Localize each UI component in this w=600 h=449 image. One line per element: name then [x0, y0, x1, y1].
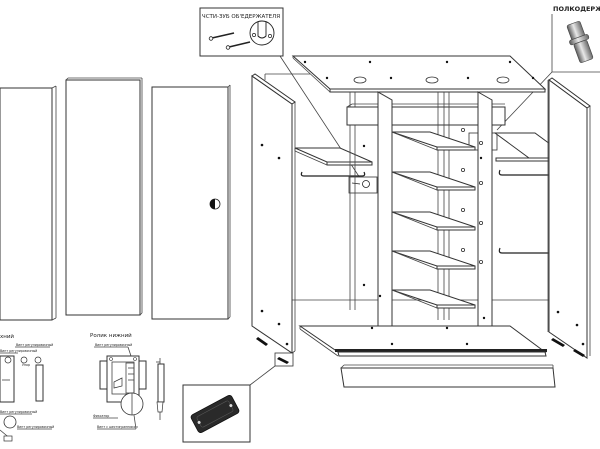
screw-icon: [208, 32, 251, 50]
roller-detail-bottom-note-2: Фиксатор: [93, 414, 109, 418]
roller-detail-top-note-1: Винт регулировочный: [16, 343, 53, 347]
glide-pad-icon: [551, 338, 585, 357]
shelf-pin-icon: [566, 21, 594, 63]
callout-hanger-bracket-label: ЧСТИ-ЗУБ ОБ'ЕДЕРЖАТЕЛЯ: [202, 14, 280, 20]
shelf-center-2: [391, 171, 476, 191]
divider-center-left: [362, 91, 393, 337]
back-panel: [264, 73, 550, 301]
top-panel: [291, 55, 547, 93]
door-right: [151, 84, 231, 320]
shelf-center-5: [391, 289, 476, 309]
hanger-rail-left: [300, 171, 366, 177]
callout-shelf-support: ПОЛКОДЕРЖАТЕ: [468, 5, 600, 151]
partition-left: [349, 92, 356, 310]
shelf-center-4: [391, 250, 476, 270]
door-left: [0, 85, 57, 321]
base-panel: [298, 325, 547, 357]
bracket-icon: [249, 20, 275, 46]
roller-detail-top-note-2: Винт регулировочный: [0, 349, 37, 353]
center-upright: [437, 92, 450, 320]
door-knob-icon: [209, 198, 221, 210]
roller-detail-bottom-note-1: Винт регулировочный: [95, 343, 132, 347]
plinth: [340, 364, 556, 388]
roller-detail-top: хний Винт регулировочный Винт регулирово…: [0, 333, 54, 442]
rail-bracket-left: [348, 176, 378, 194]
center-shelves: [391, 127, 483, 309]
roller-detail-top-note-3: Упор: [22, 363, 30, 367]
divider-center-right: [461, 91, 493, 337]
shelf-center-3: [391, 211, 476, 231]
shelf-left: [294, 147, 373, 166]
roller-detail-bottom-title: Ролик нижний: [90, 332, 132, 339]
roller-detail-top-title: хний: [0, 333, 14, 340]
roller-detail-bottom-note-3: Винт с шестигранником: [97, 425, 138, 429]
roller-detail-top-note-5: Винт регулировочный: [17, 425, 54, 429]
glide-pad-icon: [256, 337, 268, 346]
glide-pad-detail-icon: [190, 395, 240, 433]
shelf-center-1: [391, 131, 476, 151]
side-panel-left: [251, 73, 296, 354]
roller-detail-bottom: Ролик нижний Винт регулировочный Фиксато…: [90, 332, 165, 430]
callout-glide-pad: [182, 352, 294, 443]
callout-shelf-support-label: ПОЛКОДЕРЖАТЕ: [553, 5, 600, 13]
side-panel-right: [547, 77, 591, 359]
door-middle: [65, 77, 143, 316]
roller-detail-top-note-4: Винт регулировочный: [0, 410, 37, 414]
